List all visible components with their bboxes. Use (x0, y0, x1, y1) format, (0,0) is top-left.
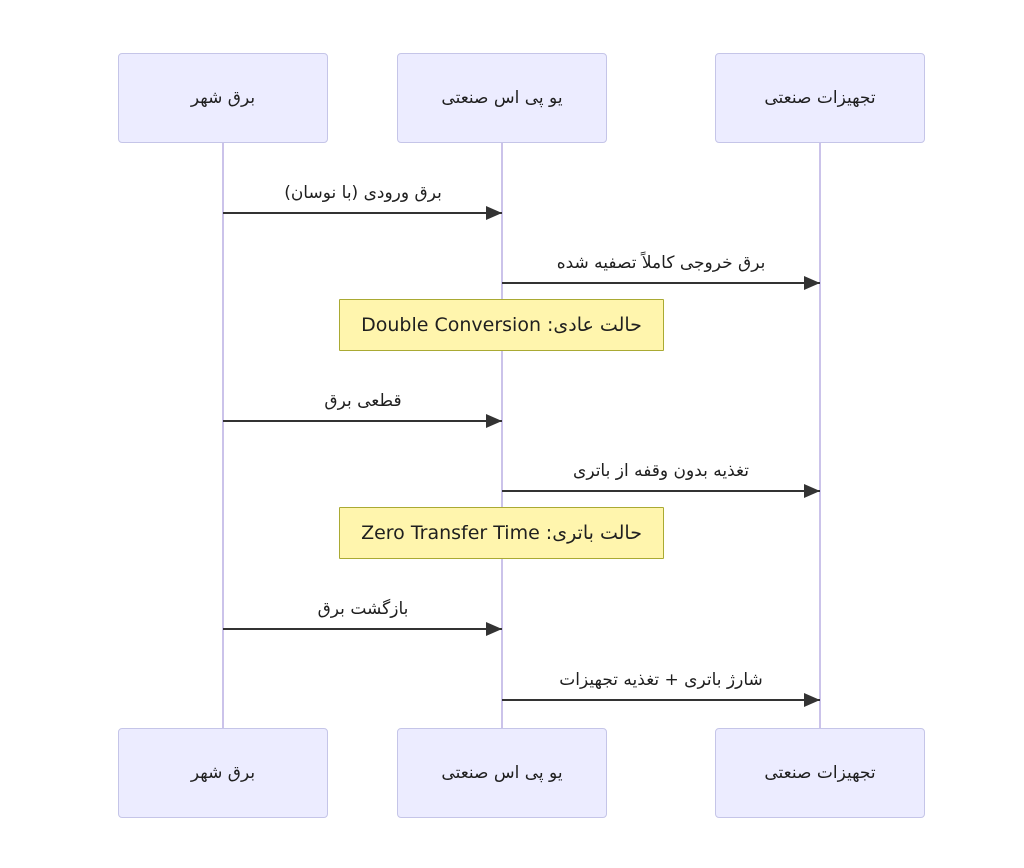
message-arrow (502, 693, 820, 707)
actor-industrial-equipment-bottom: تجهیزات صنعتی (715, 728, 925, 818)
message-arrow (502, 484, 820, 498)
note-normal-mode: حالت عادی: Double Conversion (339, 299, 664, 351)
lifeline-industrial-ups (501, 143, 503, 728)
message-arrow (223, 206, 502, 220)
message-label-input-power: برق ورودی (با نوسان) (284, 183, 442, 203)
lifeline-industrial-equipment (819, 143, 821, 728)
message-arrow (223, 414, 502, 428)
actor-label: یو پی اس صنعتی (441, 88, 563, 108)
actor-label: یو پی اس صنعتی (441, 763, 563, 783)
message-label-charge-and-feed: شارژ باتری + تغذیه تجهیزات (559, 670, 763, 690)
actor-industrial-equipment-top: تجهیزات صنعتی (715, 53, 925, 143)
lifeline-city-power (222, 143, 224, 728)
actor-label: تجهیزات صنعتی (764, 763, 876, 783)
message-label-filtered-output: برق خروجی کاملاً تصفیه شده (556, 253, 766, 273)
actor-city-power-bottom: برق شهر (118, 728, 328, 818)
actor-industrial-ups-top: یو پی اس صنعتی (397, 53, 607, 143)
message-label-power-outage: قطعی برق (324, 391, 402, 411)
actor-industrial-ups-bottom: یو پی اس صنعتی (397, 728, 607, 818)
note-battery-mode: حالت باتری: Zero Transfer Time (339, 507, 664, 559)
actor-label: برق شهر (190, 763, 256, 783)
message-label-power-return: بازگشت برق (317, 599, 409, 619)
message-label-battery-feed: تغذیه بدون وقفه از باتری (573, 461, 749, 481)
message-arrow (223, 622, 502, 636)
actor-city-power-top: برق شهر (118, 53, 328, 143)
actor-label: برق شهر (190, 88, 256, 108)
actor-label: تجهیزات صنعتی (764, 88, 876, 108)
message-arrow (502, 276, 820, 290)
